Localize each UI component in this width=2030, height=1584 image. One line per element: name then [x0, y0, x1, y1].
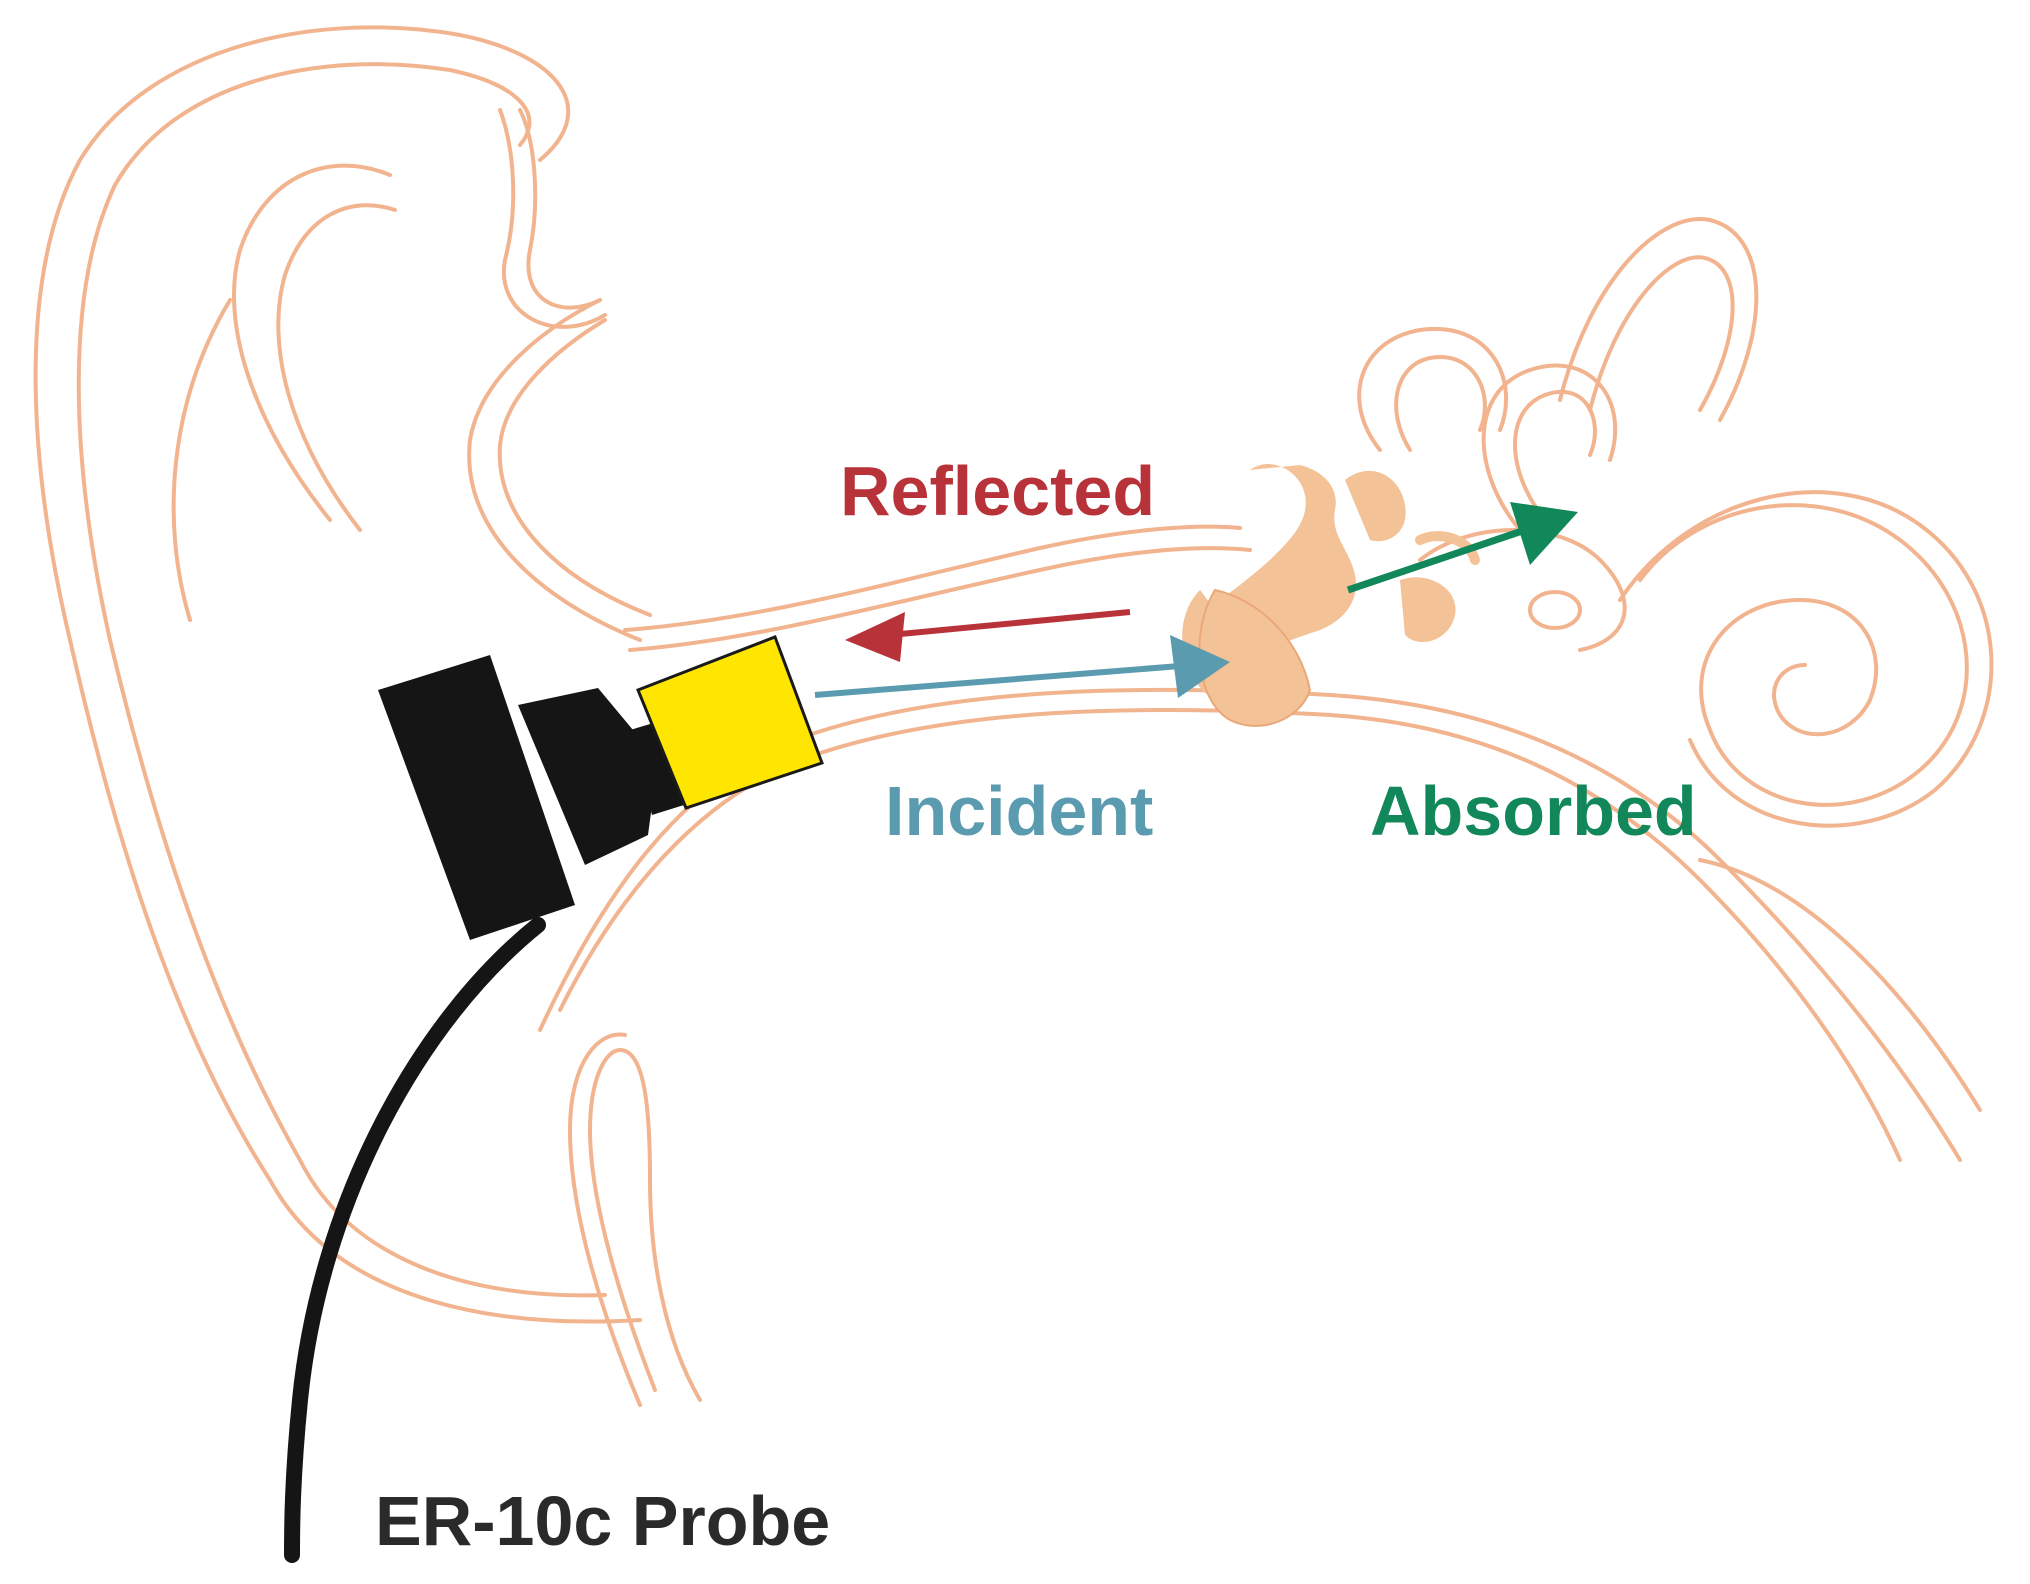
incident-label: Incident	[885, 772, 1153, 850]
er10c-probe-icon	[284, 635, 824, 1563]
pinna-outline	[33, 25, 702, 1407]
cochlea-icon	[1357, 217, 1994, 828]
absorbed-arrow	[1346, 502, 1578, 594]
ear-canal-outline	[538, 524, 1982, 1162]
reflected-label: Reflected	[840, 452, 1155, 530]
absorbed-label: Absorbed	[1370, 772, 1697, 850]
probe-label: ER-10c Probe	[375, 1482, 830, 1560]
reflected-arrow	[845, 609, 1131, 662]
ossicles-icon	[1182, 464, 1480, 727]
incident-arrow	[814, 635, 1230, 698]
